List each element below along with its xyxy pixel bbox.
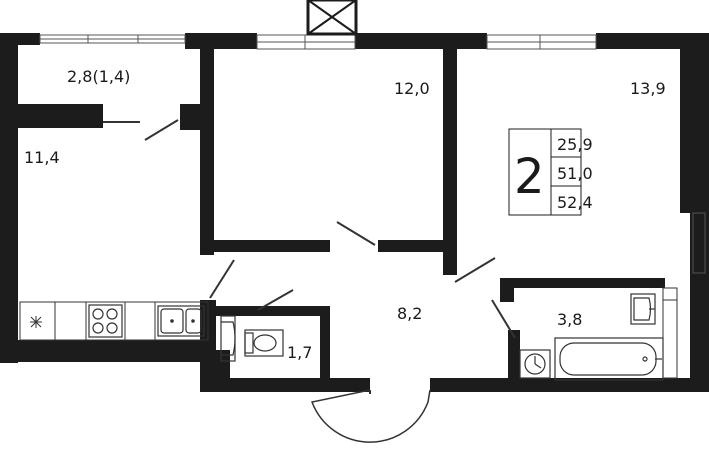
kitchen-sink-icon <box>157 305 205 337</box>
bathroom-area-label: 3,8 <box>557 310 582 329</box>
kitchen-area-label: 11,4 <box>24 148 60 167</box>
total-area-value: 51,0 <box>557 164 593 183</box>
washing-machine-icon <box>519 349 551 379</box>
kitchen-counter <box>19 301 209 341</box>
wc-sink-icon <box>220 315 236 362</box>
toilet-icon <box>244 329 284 357</box>
bath-sink-icon <box>630 293 656 325</box>
walls <box>0 33 709 392</box>
doors <box>103 119 516 443</box>
rooms-count: 2 <box>514 149 545 205</box>
hall-area-label: 8,2 <box>397 304 422 323</box>
area-summary-box: 2 25,9 51,0 52,4 <box>508 128 593 216</box>
bedroom-2-area-label: 13,9 <box>630 79 666 98</box>
plumbing-shaft-icon <box>662 287 678 379</box>
living-area-value: 25,9 <box>557 135 593 154</box>
total-with-balcony-value: 52,4 <box>557 193 593 212</box>
ventilation-shaft <box>306 0 358 36</box>
windows <box>39 34 706 274</box>
balcony-area-label: 2,8(1,4) <box>67 67 130 86</box>
ventilation-fan-icon <box>30 316 42 328</box>
bedroom-1-area-label: 12,0 <box>394 79 430 98</box>
wc-area-label: 1,7 <box>287 343 312 362</box>
bathtub-icon <box>554 337 664 381</box>
stove-icon <box>88 304 123 338</box>
